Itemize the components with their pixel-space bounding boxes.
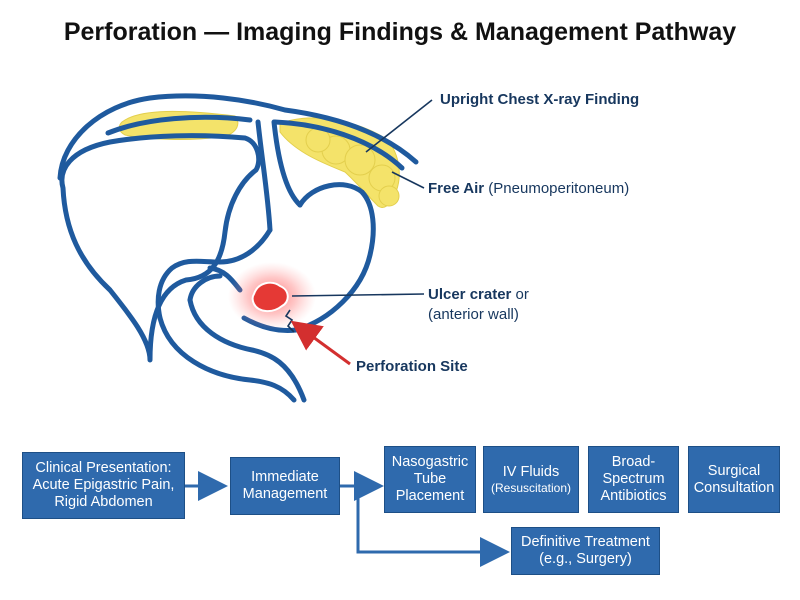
label-ulcer-bold: Ulcer crater <box>428 286 512 303</box>
box-nasogastric-tube: Nasogastric Tube Placement <box>384 446 476 513</box>
box-iv-fluids: IV Fluids (Resuscitation) <box>483 446 579 513</box>
iv-fluids-sub: (Resuscitation) <box>490 480 572 495</box>
antibiotics-line-2: Spectrum <box>602 471 665 487</box>
antibiotics-line-3: Antibiotics <box>600 488 667 504</box>
definitive-line-2: (e.g., Surgery) <box>539 551 632 567</box>
label-ulcer-rest: or <box>511 286 529 303</box>
box-surgical-consultation: Surgical Consultation <box>688 446 780 513</box>
ulcer-crater <box>251 281 289 312</box>
leader-lines <box>291 99 433 297</box>
antibiotics-line-1: Broad- <box>611 454 656 470</box>
clinical-line-2: Acute Epigastric Pain, <box>32 477 175 493</box>
ng-line-3: Placement <box>395 488 465 504</box>
esophagus-outline <box>255 119 303 233</box>
duodenum-outline <box>157 265 307 403</box>
diaphragm-outline <box>57 93 419 181</box>
label-ulcer-line2: (anterior wall) <box>428 306 519 323</box>
label-xray-finding: Upright Chest X-ray Finding <box>440 90 639 110</box>
surgical-line-1: Surgical <box>707 462 761 479</box>
box-antibiotics: Broad- Spectrum Antibiotics <box>588 446 679 513</box>
immediate-line-1: Immediate <box>251 469 319 485</box>
box-immediate-management: Immediate Management <box>230 457 340 515</box>
perforation-crack <box>284 309 295 333</box>
clinical-line-3: Rigid Abdomen <box>54 494 153 510</box>
flow-connectors <box>185 471 510 567</box>
immediate-line-2: Management <box>242 486 328 502</box>
ng-line-2: Tube <box>413 471 447 487</box>
ng-line-1: Nasogastric <box>391 454 469 470</box>
definitive-line-1: Definitive Treatment <box>521 534 650 550</box>
label-free-air-rest: (Pneumoperitoneum) <box>484 180 630 197</box>
label-free-air-bold: Free Air <box>428 180 485 197</box>
box-definitive-treatment: Definitive Treatment (e.g., Surgery) <box>511 527 660 575</box>
perforation-arrow <box>290 320 351 366</box>
label-xray-text: Upright Chest X-ray Finding <box>440 91 640 108</box>
surgical-line-2: Consultation <box>693 479 775 496</box>
label-ulcer-crater: Ulcer crater or (anterior wall) <box>428 285 529 325</box>
label-free-air: Free Air (Pneumoperitoneum) <box>428 179 629 199</box>
iv-fluids-label: IV Fluids <box>502 463 560 480</box>
clinical-line-1: Clinical Presentation: <box>35 460 172 476</box>
page-title: Perforation — Imaging Findings & Managem… <box>63 18 737 46</box>
box-clinical-presentation: Clinical Presentation: Acute Epigastric … <box>22 452 185 519</box>
liver-outline <box>59 133 262 363</box>
label-perforation-site: Perforation Site <box>356 357 468 377</box>
label-perforation-text: Perforation Site <box>356 358 468 375</box>
